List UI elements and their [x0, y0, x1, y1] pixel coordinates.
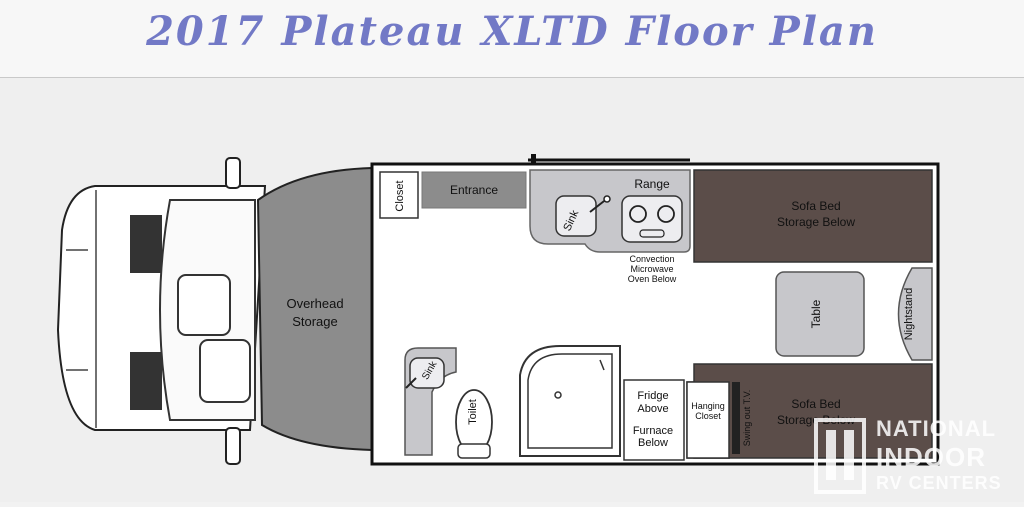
watermark-emblem-icon	[814, 418, 866, 494]
page-title: 2017 Plateau XLTD Floor Plan	[146, 8, 878, 55]
passenger-seat	[199, 339, 251, 403]
fridge-furnace	[623, 379, 685, 461]
watermark-line-1: National	[876, 416, 997, 441]
fridge-label-2: Above	[637, 403, 668, 415]
furnace-label-1: Furnace	[633, 425, 673, 437]
sofa-bed-top	[693, 169, 933, 263]
toilet-label: Toilet	[467, 399, 479, 425]
watermark-line-3: RV Centers	[876, 473, 1002, 493]
title-bar: 2017 Plateau XLTD Floor Plan	[0, 0, 1024, 78]
tv-label: Swing out T.V.	[742, 390, 752, 447]
sofa-bed-top-label-2: Storage Below	[777, 215, 855, 229]
driver-seat	[177, 274, 231, 336]
bathroom-sink-icon	[409, 357, 445, 389]
mirror-top	[225, 157, 241, 189]
tv-bar	[732, 382, 740, 454]
grille-top	[130, 215, 162, 273]
entrance-label: Entrance	[450, 183, 498, 197]
hanging-closet-label-2b: Closet	[695, 411, 721, 421]
overhead-label-2: Storage	[292, 314, 338, 329]
nightstand-label: Nightstand	[903, 288, 915, 341]
table-label: Table	[809, 299, 823, 328]
watermark-logo: National Indoor RV Centers	[812, 414, 1017, 500]
microwave-label-2: Microwave	[630, 264, 673, 274]
furnace-label-2: Below	[638, 437, 668, 449]
shower	[519, 345, 621, 457]
hanging-closet-label-1b: Hanging	[691, 401, 725, 411]
shower-drain-icon	[554, 391, 562, 399]
nightstand	[897, 267, 933, 361]
range-icon	[621, 195, 683, 243]
sofa-bed-top-label-1: Sofa Bed	[791, 199, 840, 213]
grille-bottom	[130, 352, 162, 410]
microwave-label-3: Oven Below	[628, 274, 677, 284]
watermark-line-2: Indoor	[876, 442, 986, 472]
fridge-label-1: Fridge	[637, 390, 668, 402]
table	[775, 271, 865, 357]
mirror-bottom	[225, 427, 241, 465]
range-label: Range	[634, 177, 670, 191]
closet	[379, 171, 419, 219]
closet-label: Closet	[394, 180, 406, 211]
microwave-label-1: Convection	[629, 254, 674, 264]
floor-plan: Overhead Storage Closet Entrance Sink Ra…	[0, 78, 1024, 502]
kitchen-sink-icon	[555, 195, 597, 237]
entrance	[421, 171, 527, 209]
floor-plan-diagram: Overhead Storage Closet Entrance Sink Ra…	[56, 154, 940, 466]
van-cab	[56, 157, 267, 465]
sofa-bed-bottom-label-1: Sofa Bed	[791, 397, 840, 411]
overhead-label-1: Overhead	[286, 296, 343, 311]
